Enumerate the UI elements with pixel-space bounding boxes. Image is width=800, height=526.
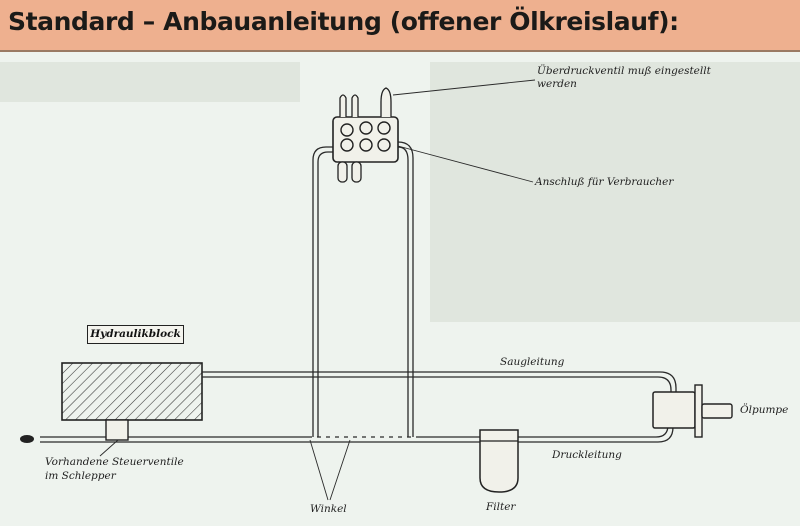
elbow-label: Winkel [310, 503, 347, 515]
suction-line-outer [202, 371, 677, 392]
suction-line-label: Saugleitung [500, 356, 565, 368]
oil-pump-body [652, 391, 696, 429]
oil-pump-shaft [701, 403, 733, 419]
hydraulic-diagram-panel: Hydraulikblock Überdruckventil muß einge… [0, 52, 800, 526]
consumer-port-label: Anschluß für Verbraucher [535, 176, 674, 188]
filter-label: Filter [486, 501, 516, 513]
existing-valves-label-2: im Schlepper [45, 470, 116, 482]
line-end-plug [20, 435, 34, 443]
existing-valves-label-1: Vorhandene Steuerventile [45, 456, 184, 468]
oil-pump-label: Ölpumpe [740, 404, 789, 416]
existing-valves-connector [105, 419, 129, 441]
left-riser-inner [317, 151, 336, 437]
background-bleed-area [430, 62, 800, 322]
right-riser-inner [392, 141, 414, 437]
title-bar: Standard – Anbauanleitung (offener Ölkre… [0, 0, 800, 52]
pressure-line-to-pump-top [518, 418, 669, 438]
hydraulic-block-label: Hydraulikblock [87, 325, 184, 344]
left-riser-outer [312, 146, 336, 437]
hydraulic-block-box [61, 362, 203, 421]
pressure-line-label: Druckleitung [552, 449, 622, 461]
suction-line-inner [202, 376, 672, 392]
overpressure-valve-label: Überdruckventil muß eingestellt werden [537, 65, 732, 91]
hydraulic-schematic [20, 79, 733, 501]
overpressure-valve-text: Überdruckventil muß eingestellt werden [537, 65, 711, 90]
filter-body [479, 429, 519, 493]
page-title: Standard – Anbauanleitung (offener Ölkre… [8, 7, 679, 36]
background-bleed-strip [0, 62, 300, 102]
pressure-line-to-pump-bottom [518, 418, 674, 443]
right-riser-outer [392, 146, 409, 437]
